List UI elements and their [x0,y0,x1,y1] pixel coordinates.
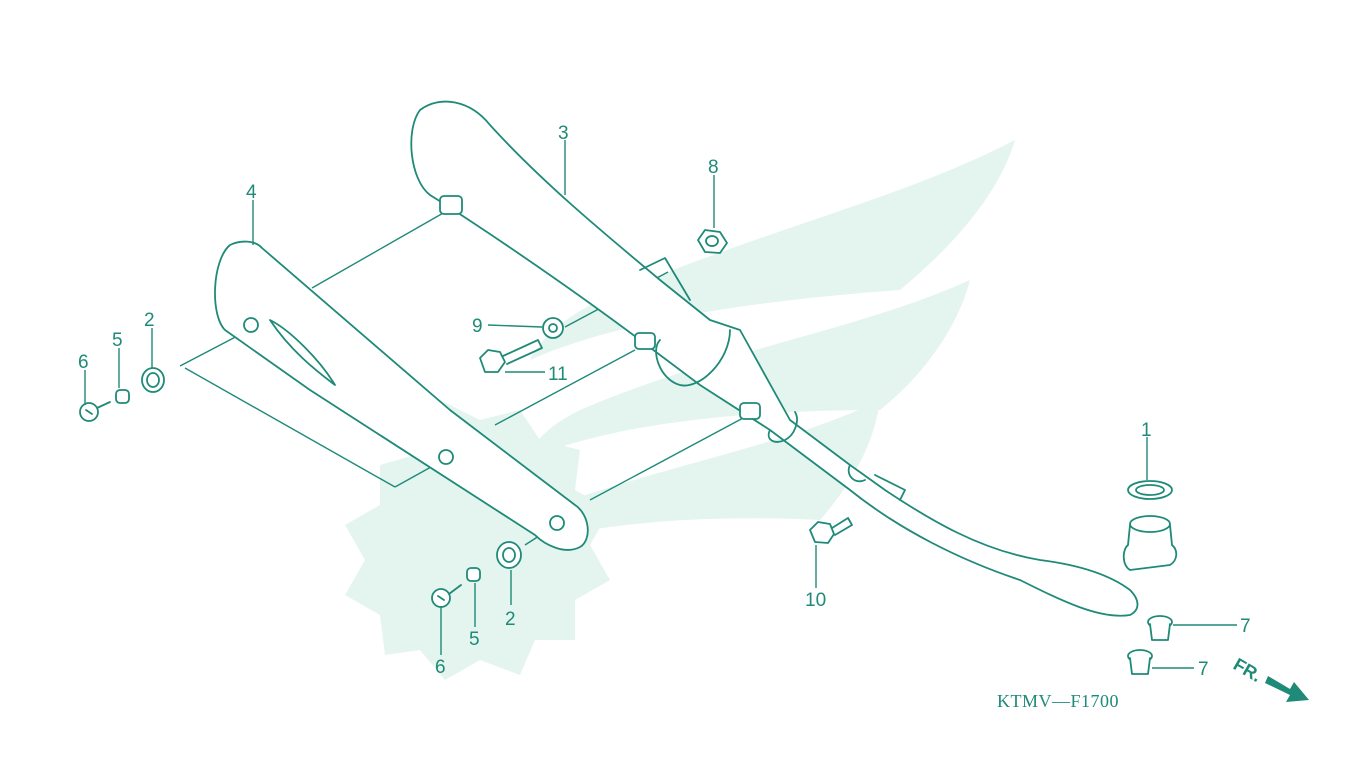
callout-5-bottom: 5 [469,629,480,650]
heat-shield [214,240,589,551]
callout-9: 9 [472,316,483,337]
screw [79,401,111,422]
washer [542,317,564,339]
bolt [479,339,543,373]
mount-boss [739,402,761,420]
collar [466,567,481,582]
leader-line [589,416,746,501]
callout-labels: 1 2 2 3 4 5 5 6 6 7 7 8 9 10 11 [78,123,1251,680]
grommet [141,367,165,393]
callout-leaders [84,140,1237,669]
callout-7-lower: 7 [1198,659,1209,680]
leader-line [311,211,446,289]
front-label: FR. [1230,654,1265,686]
exhaust-flange [1122,480,1178,571]
screw [431,584,462,608]
callout-6-bottom: 6 [435,657,446,678]
mount-boss [634,332,656,350]
muffler-assembly [410,100,1139,617]
callout-8: 8 [708,157,719,178]
diagram-code: KTMV—F1700 [997,691,1119,711]
callout-11: 11 [548,364,568,385]
callout-2-bottom: 2 [505,609,516,630]
nut [697,229,728,254]
callout-10: 10 [805,590,826,611]
flange-bolt [809,517,853,544]
joint-nut [1147,615,1173,641]
leader-line [184,367,396,488]
callout-1: 1 [1141,420,1152,441]
front-direction-indicator: FR. [1230,654,1309,702]
callout-3: 3 [558,123,569,144]
mount-boss [439,195,463,215]
callout-6-left: 6 [78,352,89,373]
leader-line [179,331,246,367]
front-arrow-icon [1265,676,1309,702]
grommet [496,541,522,569]
callout-7-upper: 7 [1240,616,1251,637]
collar [115,389,130,404]
callout-2-left: 2 [144,310,155,331]
leader-line [494,349,636,426]
callout-5-left: 5 [112,330,123,351]
joint-nut [1127,649,1153,675]
callout-4: 4 [246,182,257,203]
